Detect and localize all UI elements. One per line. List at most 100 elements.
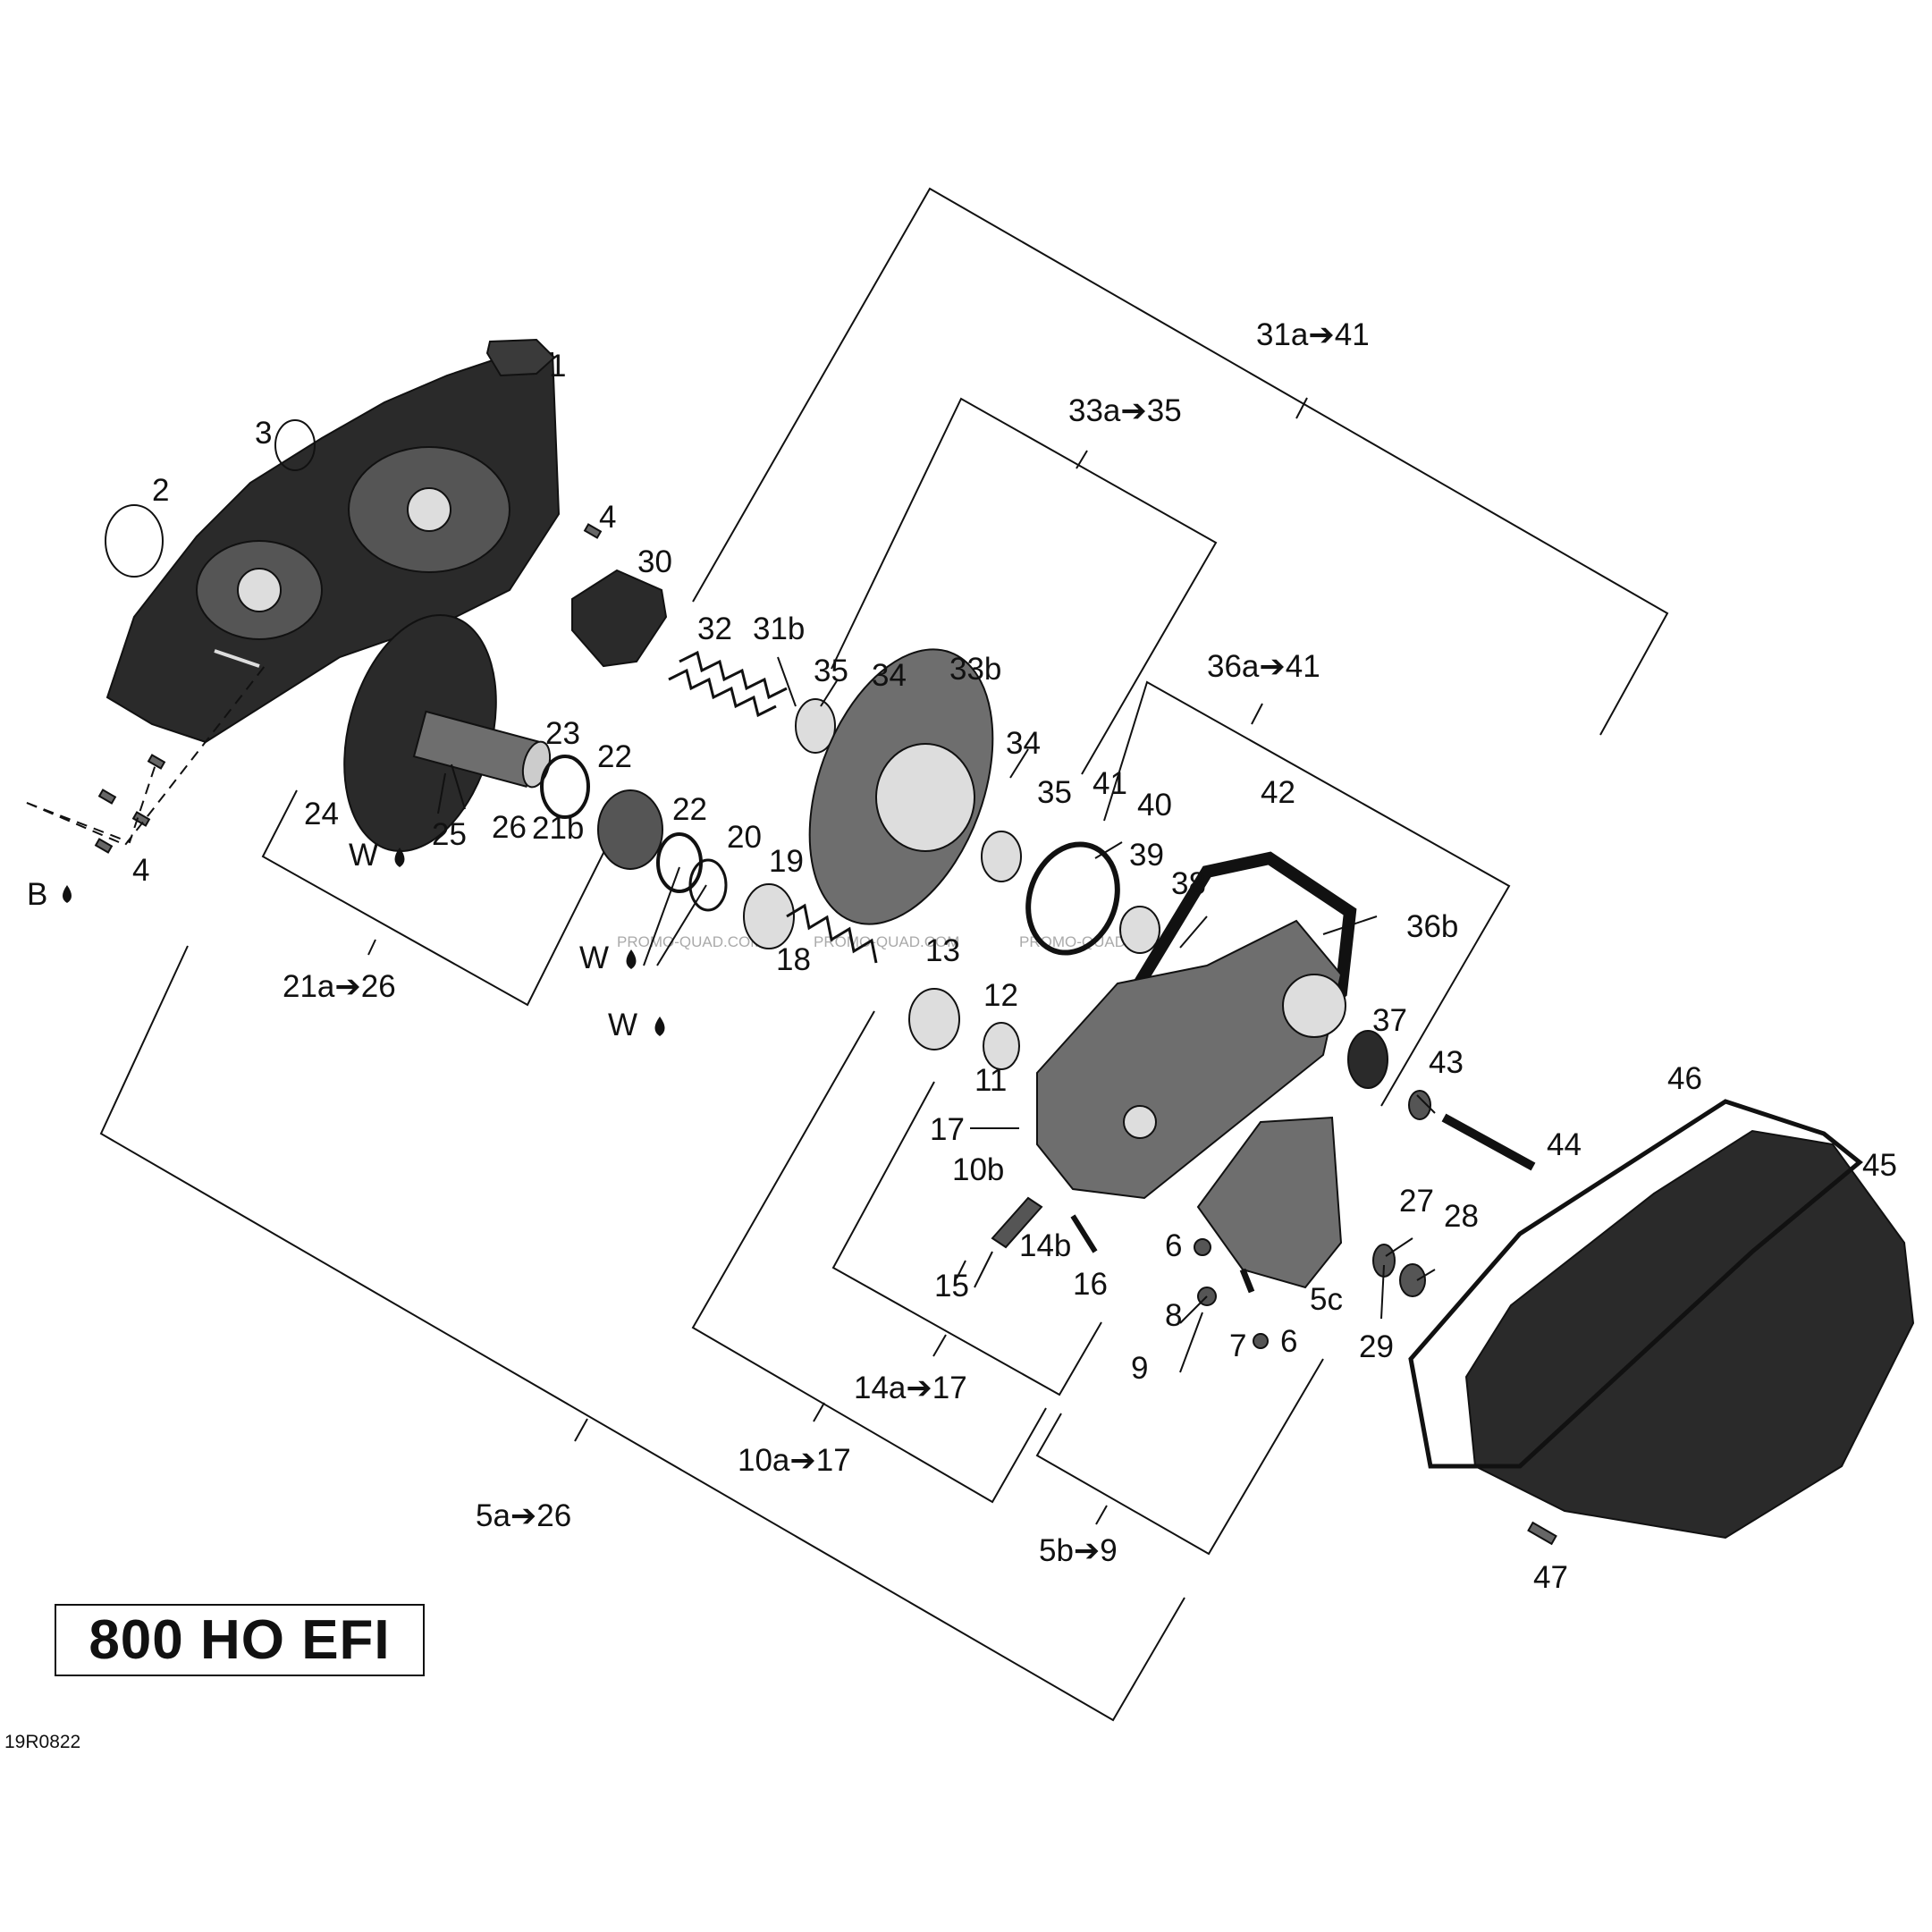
group-label-33a-35: 33a➔35 xyxy=(1068,393,1182,428)
callout-3: 3 xyxy=(255,416,272,451)
callout-32: 32 xyxy=(697,612,732,646)
callout-35: 35 xyxy=(814,654,848,688)
callout-6: 6 xyxy=(1165,1228,1182,1263)
sliding-sheave-part xyxy=(808,648,994,925)
bolt-44 xyxy=(1441,1113,1536,1171)
bushing-38 xyxy=(1119,906,1160,954)
parts xyxy=(26,338,1915,1546)
callout-34: 34 xyxy=(1006,726,1041,761)
group-brackets xyxy=(99,187,1669,1722)
grease-drop-icon xyxy=(63,885,72,903)
callout-35: 35 xyxy=(1037,775,1072,810)
bushing-19 xyxy=(743,883,795,949)
pin-16 xyxy=(1070,1214,1098,1253)
callout-12: 12 xyxy=(983,978,1018,1013)
callout-19: 19 xyxy=(769,844,804,879)
group-label-14a-17: 14a➔17 xyxy=(854,1371,967,1405)
callout-21b: 21b xyxy=(532,811,584,846)
group-label-36a-41: 36a➔41 xyxy=(1207,649,1320,684)
callout-20: 20 xyxy=(727,820,762,855)
bracket-33a-35 xyxy=(831,397,1218,775)
callout-25: 25 xyxy=(432,817,467,852)
callout-2: 2 xyxy=(152,473,169,508)
callout-13: 13 xyxy=(925,933,960,968)
callout-10b: 10b xyxy=(952,1152,1004,1187)
model-title-box: 800 HO EFI xyxy=(55,1604,425,1676)
bearing-37 xyxy=(1347,1030,1388,1089)
ring-40-41 xyxy=(1025,841,1120,956)
callout-17: 17 xyxy=(930,1112,965,1147)
callout-46: 46 xyxy=(1667,1061,1702,1096)
callout-24: 24 xyxy=(304,797,339,831)
callout-4: 4 xyxy=(132,853,149,888)
part-6b xyxy=(1253,1333,1269,1349)
callout-22: 22 xyxy=(597,739,632,774)
callout-27: 27 xyxy=(1399,1184,1434,1219)
callout-B: B xyxy=(27,877,47,912)
callout-34: 34 xyxy=(872,658,907,693)
callout-15: 15 xyxy=(934,1269,969,1303)
bushing-21b xyxy=(597,789,663,870)
bracket-36a-41 xyxy=(1103,680,1511,1107)
callout-W: W xyxy=(579,941,609,975)
spring-18 xyxy=(786,903,878,964)
group-label-5a-26: 5a➔26 xyxy=(476,1498,571,1533)
callout-37: 37 xyxy=(1372,1003,1407,1038)
callout-18: 18 xyxy=(776,942,811,977)
cam-plate-5c xyxy=(1196,1116,1343,1289)
model-title: 800 HO EFI xyxy=(89,1609,391,1671)
housing-30-part xyxy=(571,569,668,668)
washer-43 xyxy=(1408,1090,1431,1120)
group-label-31a-41: 31a➔41 xyxy=(1256,317,1370,352)
callout-28: 28 xyxy=(1444,1199,1479,1234)
callout-44: 44 xyxy=(1547,1127,1582,1162)
callout-47: 47 xyxy=(1533,1560,1568,1595)
washer-28 xyxy=(1399,1263,1426,1297)
inner-cover-part xyxy=(105,338,561,744)
callout-8: 8 xyxy=(1165,1298,1182,1333)
callout-29: 29 xyxy=(1359,1329,1394,1364)
lube-drop-icons xyxy=(63,848,665,1036)
callout-6: 6 xyxy=(1280,1324,1297,1359)
callout-22: 22 xyxy=(672,792,707,827)
water-drop-icon xyxy=(654,1017,665,1036)
bushing-35b xyxy=(981,831,1022,882)
bracket-5a-26 xyxy=(99,945,1185,1722)
callout-11: 11 xyxy=(974,1063,1007,1098)
callout-7: 7 xyxy=(1229,1329,1246,1363)
callout-45: 45 xyxy=(1862,1148,1897,1183)
ring-20 xyxy=(688,858,728,912)
leader-lines-4 xyxy=(26,761,157,844)
callout-23: 23 xyxy=(545,716,580,751)
callout-38: 38 xyxy=(1171,866,1206,901)
outer-cover-45 xyxy=(1464,1129,1915,1540)
leader-lines xyxy=(437,656,1436,1373)
bushing-13 xyxy=(908,988,960,1050)
bracket-5b-9 xyxy=(1035,1358,1324,1556)
bracket-10a-17 xyxy=(691,1010,1047,1504)
callout-43: 43 xyxy=(1429,1045,1464,1080)
callout-42: 42 xyxy=(1261,775,1295,810)
spring-32-part xyxy=(668,650,788,718)
callout-39: 39 xyxy=(1129,838,1164,873)
callout-1: 1 xyxy=(549,349,566,384)
callout-40: 40 xyxy=(1137,788,1172,823)
callout-26: 26 xyxy=(492,810,527,845)
bushing-12 xyxy=(983,1022,1020,1070)
callout-W: W xyxy=(349,838,378,873)
callout-31b: 31b xyxy=(753,612,805,646)
callout-14b: 14b xyxy=(1019,1228,1071,1263)
callout-9: 9 xyxy=(1131,1351,1148,1386)
bracket-14a-17 xyxy=(831,1081,1102,1396)
part-6a xyxy=(1194,1238,1211,1256)
water-drop-icon xyxy=(394,848,405,867)
water-drop-icon xyxy=(626,949,637,969)
callout-W: W xyxy=(608,1008,637,1042)
group-label-5b-9: 5b➔9 xyxy=(1039,1533,1118,1568)
gasket-46 xyxy=(1408,1099,1863,1469)
part-7 xyxy=(1239,1268,1255,1294)
o-ring-3 xyxy=(274,419,316,471)
driven-pulley-36b xyxy=(1036,919,1346,1200)
callout-30: 30 xyxy=(637,544,672,579)
